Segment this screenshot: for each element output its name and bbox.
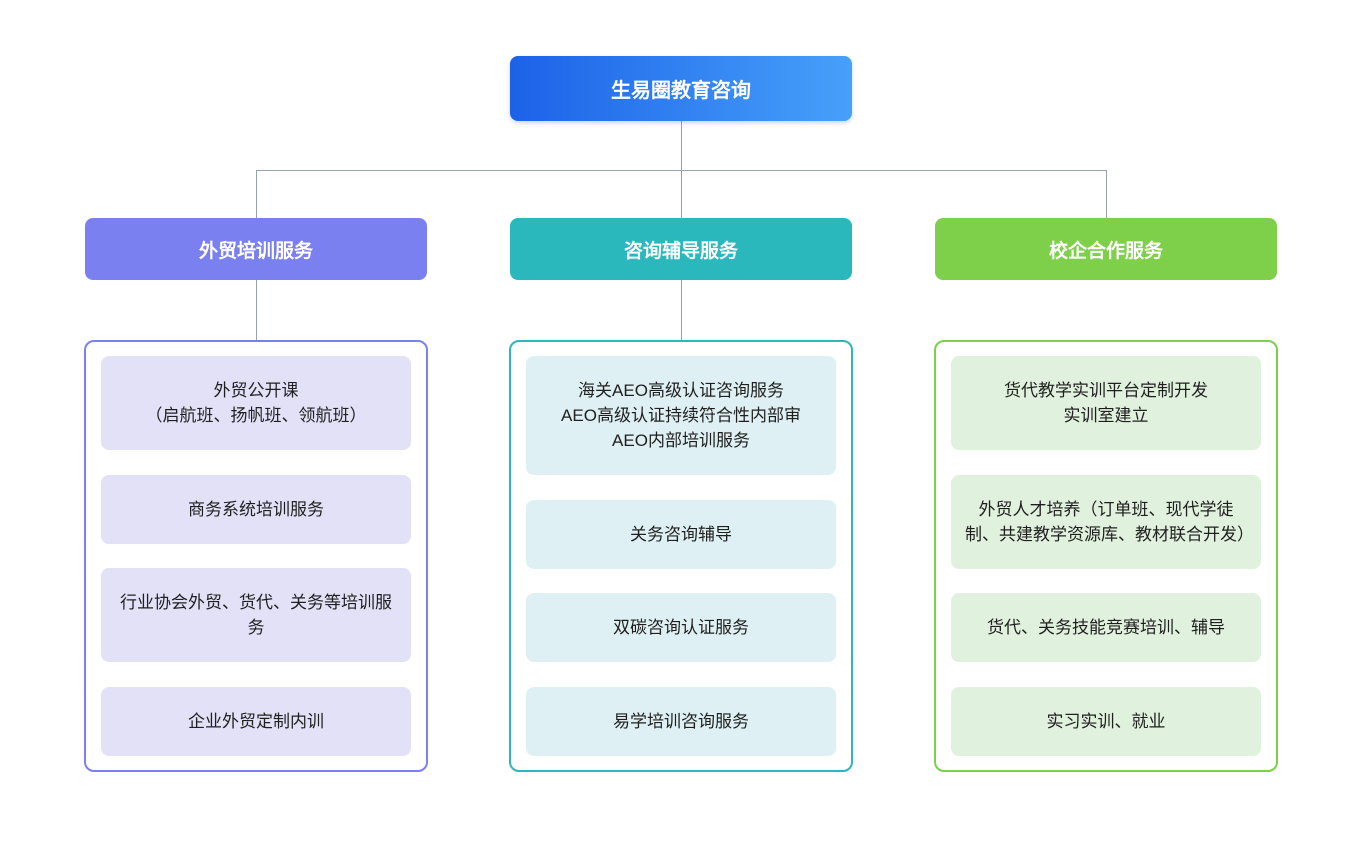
connector-branch2-down xyxy=(681,170,682,218)
branch-header-label: 外贸培训服务 xyxy=(198,240,313,262)
connector-branch1-container xyxy=(256,280,257,340)
leaf-item[interactable]: 货代教学实训平台定制开发 实训室建立 xyxy=(951,356,1261,450)
leaf-item[interactable]: 实习实训、就业 xyxy=(951,686,1261,756)
leaf-item[interactable]: 商务系统培训服务 xyxy=(101,474,411,544)
branch-container-consulting-coaching: 海关AEO高级认证咨询服务 AEO高级认证持续符合性内部审 AEO内部培训服务 … xyxy=(509,340,853,772)
leaf-item[interactable]: 海关AEO高级认证咨询服务 AEO高级认证持续符合性内部审 AEO内部培训服务 xyxy=(526,356,836,475)
leaf-item[interactable]: 外贸公开课 （启航班、扬帆班、领航班） xyxy=(101,356,411,450)
branch-container-school-enterprise: 货代教学实训平台定制开发 实训室建立 外贸人才培养（订单班、现代学徒制、共建教学… xyxy=(934,340,1278,772)
leaf-item[interactable]: 双碳咨询认证服务 xyxy=(526,593,836,663)
branch-header-consulting-coaching[interactable]: 咨询辅导服务 xyxy=(510,218,852,280)
branch-header-label: 咨询辅导服务 xyxy=(623,240,738,262)
branch-header-foreign-trade-training[interactable]: 外贸培训服务 xyxy=(85,218,427,280)
connector-branch2-container xyxy=(681,280,682,340)
leaf-item[interactable]: 外贸人才培养（订单班、现代学徒制、共建教学资源库、教材联合开发） xyxy=(951,474,1261,569)
leaf-item[interactable]: 企业外贸定制内训 xyxy=(101,686,411,756)
root-node-label: 生易圈教育咨询 xyxy=(611,80,751,102)
root-node[interactable]: 生易圈教育咨询 xyxy=(510,56,852,121)
branch-container-foreign-trade-training: 外贸公开课 （启航班、扬帆班、领航班） 商务系统培训服务 行业协会外贸、货代、关… xyxy=(84,340,428,772)
connector-branch3-down xyxy=(1106,170,1107,218)
connector-branch1-down xyxy=(256,170,257,218)
branch-header-school-enterprise[interactable]: 校企合作服务 xyxy=(935,218,1277,280)
leaf-item[interactable]: 行业协会外贸、货代、关务等培训服务 xyxy=(101,568,411,663)
leaf-item[interactable]: 货代、关务技能竞赛培训、辅导 xyxy=(951,593,1261,663)
branch-header-label: 校企合作服务 xyxy=(1048,240,1163,262)
leaf-item[interactable]: 易学培训咨询服务 xyxy=(526,686,836,756)
connector-root-down xyxy=(681,121,682,170)
leaf-item[interactable]: 关务咨询辅导 xyxy=(526,499,836,569)
